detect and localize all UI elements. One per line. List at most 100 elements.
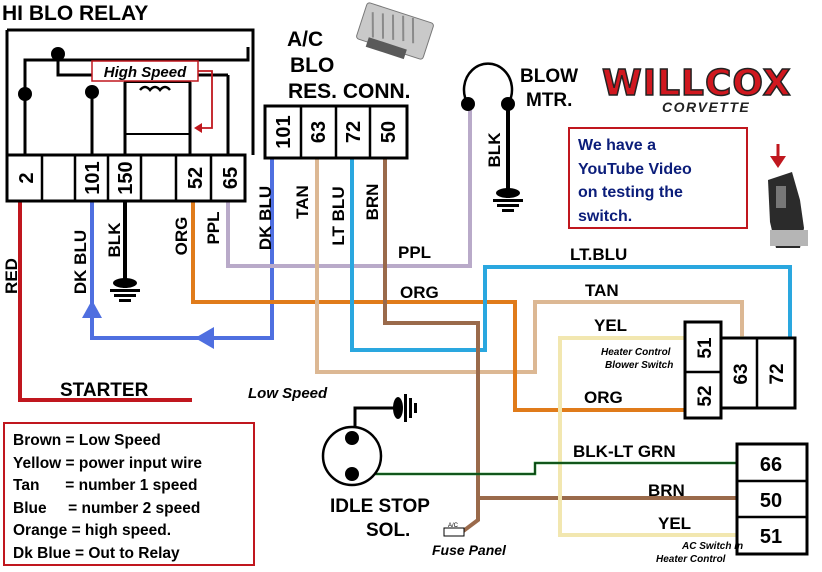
relay-terminal-2: 2	[16, 172, 38, 183]
relay-terminal-65: 65	[220, 167, 242, 189]
res-terminal-63: 63	[308, 121, 330, 143]
res-conn-title-3: RES. CONN.	[288, 80, 411, 103]
legend-line-1: Brown = Low Speed	[13, 432, 161, 449]
legend-line-6: Dk Blue = Out to Relay	[13, 544, 180, 562]
blower-motor-loop	[470, 67, 526, 104]
label-lt-blu-run: LT.BLU	[570, 245, 627, 264]
label-lt-blu-res: LT BLU	[329, 186, 348, 245]
label-ppl-relay: PPL	[204, 211, 223, 244]
resistor-image	[356, 2, 434, 60]
logo-sub: CORVETTE	[662, 99, 751, 115]
relay-terminal-labels: 2 101 150 52 65	[16, 161, 242, 194]
label-org-switch: ORG	[584, 388, 623, 407]
res-terminal-101: 101	[273, 115, 295, 148]
label-blk-relay: BLK	[105, 222, 124, 258]
label-brn-res: BRN	[363, 184, 382, 221]
high-speed-arrowhead	[194, 123, 202, 133]
label-red: RED	[2, 258, 21, 294]
blower-motor-terminal-a	[461, 97, 475, 111]
idle-stop-title-1: IDLE STOP	[330, 496, 430, 517]
high-speed-arrow	[198, 70, 213, 129]
brown-res-wire	[383, 156, 744, 510]
youtube-note-line-4: switch.	[578, 207, 633, 225]
ground-symbol-idle	[393, 394, 417, 422]
idle-stop-terminal-a	[345, 431, 359, 445]
heater-terminal-72: 72	[767, 363, 788, 384]
ground-symbol-relay	[110, 278, 140, 302]
res-terminal-72: 72	[343, 121, 365, 143]
relay-terminal-strip	[5, 153, 247, 203]
idle-stop-title-2: SOL.	[366, 520, 410, 541]
label-tan-res: TAN	[293, 185, 312, 219]
willcox-logo: WILLCOX CORVETTE	[601, 63, 808, 116]
ac-switch-block	[735, 442, 809, 556]
relay-terminal-101: 101	[82, 161, 104, 194]
heater-caption-2: Blower Switch	[605, 360, 673, 371]
ac-caption-1: AC Switch in	[681, 541, 743, 552]
starter-label: STARTER	[60, 380, 149, 401]
idle-stop-solenoid	[321, 425, 383, 487]
blower-motor-terminal-b	[501, 97, 515, 111]
label-blk-motor: BLK	[485, 132, 504, 168]
brown-fuse-wire	[459, 496, 480, 535]
label-yel-run: YEL	[594, 316, 627, 335]
switch-image	[768, 144, 808, 248]
ac-terminal-66: 66	[760, 454, 782, 476]
red-wire	[18, 196, 192, 402]
label-ppl-run: PPL	[398, 243, 431, 262]
res-conn-title-1: A/C	[287, 28, 323, 51]
green-wire-inner	[354, 462, 743, 475]
relay-terminal-52: 52	[185, 167, 207, 189]
tan-res-wire	[315, 156, 744, 374]
blower-motor-body	[462, 62, 514, 105]
color-legend: Brown = Low Speed Yellow = power input w…	[3, 422, 255, 566]
high-speed-label: High Speed	[104, 64, 187, 81]
youtube-note-line-2: YouTube Video	[578, 160, 692, 178]
low-speed-label: Low Speed	[248, 385, 328, 402]
relay-title: HI BLO RELAY	[2, 2, 148, 25]
relay-terminal-150: 150	[115, 161, 137, 194]
youtube-note[interactable]: We have a YouTube Video on testing the s…	[568, 127, 748, 229]
legend-line-4: Blue = number 2 speed	[13, 499, 201, 517]
blue-arrow-up	[82, 300, 102, 318]
blower-motor-title-2: MTR.	[526, 90, 572, 111]
purple-relay-wire	[226, 98, 472, 268]
heater-caption-1: Heater Control	[601, 347, 671, 358]
legend-line-5: Orange = high speed.	[13, 522, 172, 540]
label-dk-blu-relay: DK BLU	[71, 230, 90, 294]
label-tan-run: TAN	[585, 281, 619, 300]
ac-terminal-51: 51	[760, 526, 782, 548]
legend-line-3: Tan = number 1 speed	[13, 477, 198, 495]
ac-caption-2: Heater Control	[656, 554, 726, 565]
label-brn-switch: BRN	[648, 481, 685, 500]
orange-switch-wire	[488, 300, 692, 412]
blower-motor-title-1: BLOW	[520, 66, 578, 87]
hi-blo-relay: High Speed	[5, 28, 255, 203]
label-yel-switch: YEL	[658, 514, 691, 533]
label-org-run: ORG	[400, 283, 439, 302]
label-dk-blu-res: DK BLU	[256, 186, 275, 250]
youtube-note-line-3: on testing the	[578, 184, 683, 201]
idle-stop-terminal-b	[345, 467, 359, 481]
ac-terminal-50: 50	[760, 490, 782, 512]
heater-terminal-51: 51	[695, 337, 716, 359]
blue-arrow-left	[195, 327, 214, 349]
label-blk-lt-grn: BLK-LT GRN	[573, 442, 676, 461]
orange-relay-wire	[191, 196, 492, 304]
res-terminal-50: 50	[378, 121, 400, 143]
fuse-icon	[443, 527, 465, 537]
legend-line-2: Yellow = power input wire	[13, 454, 203, 472]
label-org-relay: ORG	[172, 217, 191, 256]
logo-brand: WILLCOX	[601, 63, 792, 104]
youtube-note-line-1: We have a	[578, 137, 656, 154]
green-wire	[353, 461, 744, 476]
ground-symbol-motor	[493, 188, 523, 212]
fuse-panel-label: Fuse Panel	[432, 542, 507, 558]
heater-terminal-63: 63	[731, 363, 752, 384]
heater-terminal-52: 52	[695, 385, 716, 406]
lt-blue-res-wire	[350, 156, 792, 352]
fuse-tag: A/C	[448, 523, 459, 529]
dk-blue-relay-wire	[90, 148, 274, 340]
res-conn-title-2: BLO	[290, 54, 334, 77]
